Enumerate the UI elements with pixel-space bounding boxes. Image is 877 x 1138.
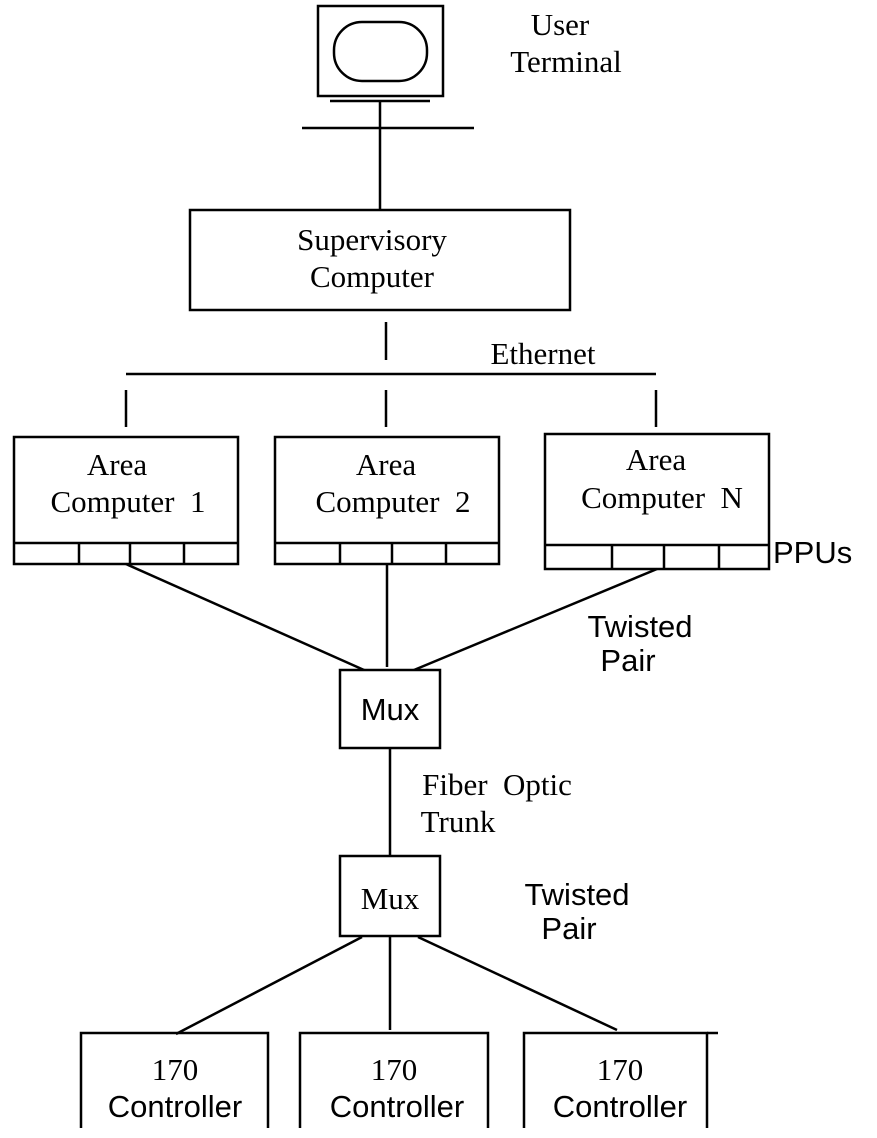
area-computer-label-line1: Area bbox=[626, 442, 686, 477]
mux-top-label: Mux bbox=[361, 692, 420, 727]
twisted-pair-link-bottom-1 bbox=[175, 935, 363, 1036]
controller-2: 170 Controller bbox=[298, 1031, 490, 1128]
ethernet-label: Ethernet bbox=[490, 336, 595, 371]
twisted-pair-bottom-label-line1: Twisted bbox=[524, 877, 629, 912]
user-terminal-label-line1: User bbox=[531, 7, 590, 42]
twisted-pair-top-label-line2: Pair bbox=[600, 643, 655, 678]
mux-top-box bbox=[338, 668, 442, 750]
area-computer-label-line2: Computer N bbox=[581, 480, 743, 515]
controller-label-line1: 170 bbox=[597, 1052, 644, 1087]
controller-1: 170 Controller bbox=[79, 1031, 270, 1128]
supervisory-computer-box bbox=[188, 208, 572, 312]
mux-bottom-box bbox=[338, 854, 442, 938]
area-computer-2: Area Computer 2 bbox=[273, 435, 501, 566]
controller-3: 170 Controller bbox=[522, 1031, 718, 1128]
user-terminal-label-line2: Terminal bbox=[510, 44, 621, 79]
area-computer-label-line1: Area bbox=[356, 447, 416, 482]
fiber-optic-label-line2: Trunk bbox=[421, 804, 496, 839]
user-terminal bbox=[302, 4, 474, 130]
controller-label-line2: Controller bbox=[553, 1089, 687, 1124]
area-computer-label-line1: Area bbox=[87, 447, 147, 482]
controller-label-line1: 170 bbox=[152, 1052, 199, 1087]
ppus-label: PPUs bbox=[773, 535, 852, 570]
controller-box-outline bbox=[79, 1031, 270, 1128]
twisted-pair-top-label-line1: Twisted bbox=[587, 609, 692, 644]
area-computer-1: Area Computer 1 bbox=[12, 435, 240, 566]
area-computer-label-line2: Computer 2 bbox=[316, 484, 471, 519]
twisted-pair-link-bottom-3 bbox=[417, 935, 618, 1032]
mux-bottom-label: Mux bbox=[361, 881, 420, 916]
controller-box-outline bbox=[298, 1031, 490, 1128]
fiber-optic-label-line1: Fiber Optic bbox=[422, 767, 572, 802]
controller-label-line1: 170 bbox=[371, 1052, 418, 1087]
supervisory-computer-label-line1: Supervisory bbox=[297, 222, 447, 257]
area-computer-n: Area Computer N bbox=[543, 432, 771, 571]
twisted-pair-link-1 bbox=[125, 562, 365, 672]
area-computer-label-line2: Computer 1 bbox=[51, 484, 206, 519]
area-computer-box bbox=[543, 432, 771, 571]
terminal-screen bbox=[332, 20, 429, 83]
twisted-pair-link-3 bbox=[413, 567, 658, 672]
controller-label-line2: Controller bbox=[330, 1089, 464, 1124]
twisted-pair-bottom-label-line2: Pair bbox=[541, 911, 596, 946]
controller-box-outline bbox=[522, 1031, 709, 1128]
supervisory-computer-label-line2: Computer bbox=[310, 259, 435, 294]
controller-label-line2: Controller bbox=[108, 1089, 242, 1124]
